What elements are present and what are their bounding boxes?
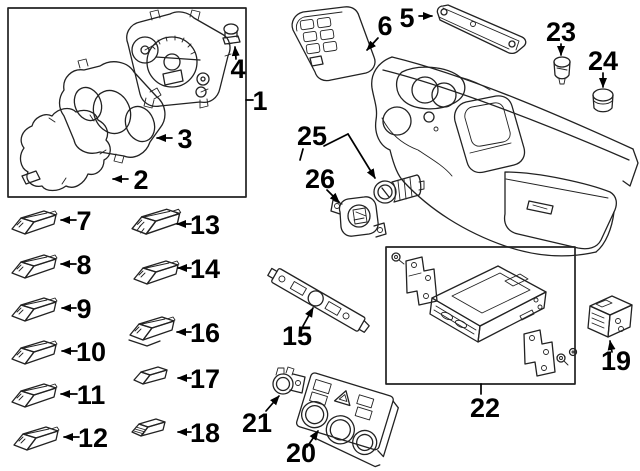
switch-part-10 xyxy=(11,340,58,365)
callout-25-leader2 xyxy=(299,148,304,161)
callout-19: 19 xyxy=(601,346,631,376)
callout-15: 15 xyxy=(282,321,312,351)
callout-4: 4 xyxy=(230,54,245,84)
callout-20-arrow xyxy=(306,430,319,448)
bulb-part-23 xyxy=(553,56,571,85)
switch-part-12 xyxy=(13,426,60,451)
callout-17: 17 xyxy=(190,364,220,394)
callout-1: 1 xyxy=(252,86,267,116)
callout-26-arrow xyxy=(326,189,340,203)
switch-part-8 xyxy=(11,254,58,279)
cluster-gasket-part-2 xyxy=(19,107,111,192)
callout-2: 2 xyxy=(133,165,148,195)
switch-part-9 xyxy=(11,297,58,322)
callout-21-arrow xyxy=(265,395,280,412)
vent-plug-part-18 xyxy=(131,418,166,437)
callout-13: 13 xyxy=(190,210,220,240)
climate-control-part-20 xyxy=(295,372,399,468)
callout-25: 25 xyxy=(297,121,327,151)
blank-plug-part-17 xyxy=(133,366,168,385)
callout-3: 3 xyxy=(177,124,192,154)
callout-12: 12 xyxy=(78,423,108,453)
callout-16: 16 xyxy=(190,318,220,348)
dashboard-panel xyxy=(371,56,639,257)
callout-25-arrow xyxy=(347,133,376,179)
sensor-switch-part-21 xyxy=(272,366,306,395)
callout-9: 9 xyxy=(76,294,91,324)
callout-6-arrow xyxy=(366,37,379,51)
radio-unit-box-part-22: 22 xyxy=(385,246,576,423)
mounting-bracket-part-15 xyxy=(267,267,370,333)
callout-21: 21 xyxy=(242,408,272,438)
ignition-switch-part-26 xyxy=(330,196,387,238)
callout-6: 6 xyxy=(377,11,392,41)
switch-part-7 xyxy=(11,210,58,235)
callout-19-arrow xyxy=(607,340,616,353)
bulb-part-24 xyxy=(592,88,614,113)
switch-part-19 xyxy=(568,295,633,357)
callout-25-leader xyxy=(323,133,349,147)
callout-5: 5 xyxy=(399,3,414,33)
callout-22: 22 xyxy=(470,393,500,423)
switch-bezel-trim-part-6: 6 xyxy=(291,6,393,82)
switch-part-13 xyxy=(131,208,182,235)
cluster-bulb-part-4 xyxy=(222,23,241,45)
callout-18: 18 xyxy=(190,418,220,448)
callout-8: 8 xyxy=(76,250,91,280)
switch-part-11 xyxy=(11,383,58,408)
instrument-cluster-part-1 xyxy=(126,9,232,109)
callout-14: 14 xyxy=(190,254,220,284)
radio-right-bracket xyxy=(523,329,556,377)
ignition-lock-cylinder-part-25 xyxy=(373,174,425,204)
instrument-cluster-box: 4 2 3 1 xyxy=(7,7,268,198)
cluster-box-border xyxy=(7,7,247,198)
callout-7: 7 xyxy=(76,206,91,236)
callout-23: 23 xyxy=(546,17,576,47)
callout-26: 26 xyxy=(305,164,335,194)
switch-part-16 xyxy=(128,316,176,347)
callout-15-arrow xyxy=(302,307,314,327)
callout-20: 20 xyxy=(286,438,316,468)
callout-11: 11 xyxy=(77,380,106,410)
callout-4-arrow xyxy=(231,46,240,60)
callout-10: 10 xyxy=(76,337,106,367)
radio-head-unit xyxy=(429,265,547,343)
switch-part-14 xyxy=(133,260,180,285)
callout-24: 24 xyxy=(588,46,618,76)
cluster-bezel-part-3 xyxy=(58,58,166,164)
display-unit-part-5: 5 xyxy=(399,3,527,55)
